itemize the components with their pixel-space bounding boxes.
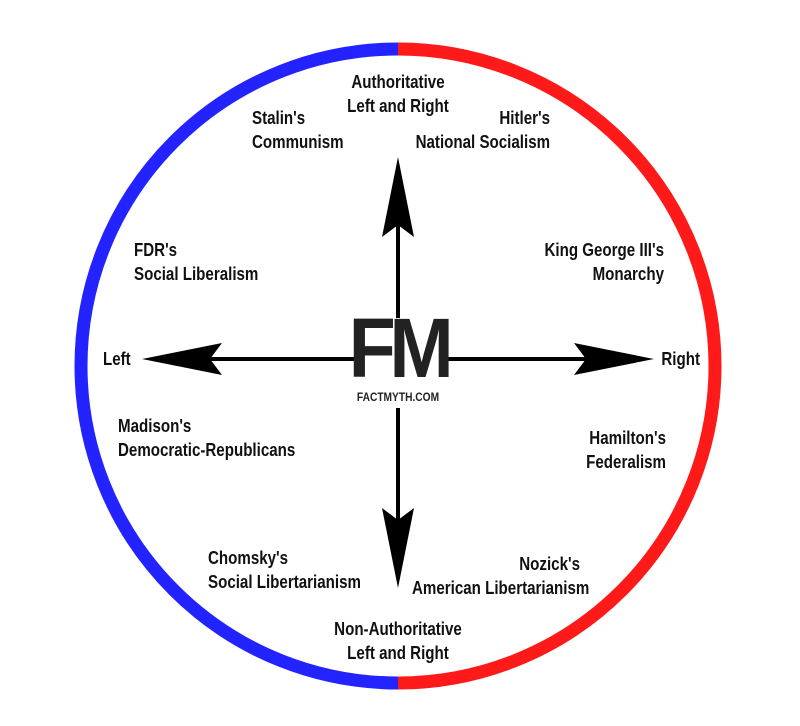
label-stalin-line2: Communism (252, 132, 344, 152)
logo-mark: FM (348, 301, 454, 395)
label-authoritative-line2: Left and Right (347, 96, 449, 116)
label-hamilton: Hamilton's Federalism (532, 426, 666, 474)
label-hitler-line2: National Socialism (415, 132, 551, 152)
axes (142, 157, 654, 588)
label-hitler-line1: Hitler's (499, 108, 550, 128)
arrow-left-icon (142, 343, 222, 375)
label-hitler: Hitler's National Socialism (416, 106, 550, 154)
label-madison: Madison's Democratic-Republicans (118, 414, 295, 462)
label-king-george: King George III's Monarchy (496, 238, 664, 286)
label-left-text: Left (103, 349, 131, 369)
label-king-george-line2: Monarchy (592, 264, 664, 284)
label-left: Left (103, 347, 131, 371)
label-madison-line1: Madison's (118, 416, 192, 436)
label-authoritative: Authoritative Left and Right (331, 70, 465, 118)
arrow-up-icon (382, 157, 414, 237)
label-hamilton-line2: Federalism (586, 452, 666, 472)
label-nozick-line2: American Libertarianism (412, 578, 590, 598)
label-authoritative-line1: Authoritative (351, 72, 445, 92)
label-king-george-line1: King George III's (544, 240, 664, 260)
logo-site-name: FACTMYTH.COM (356, 390, 440, 404)
label-non-authoritative-line2: Left and Right (347, 643, 449, 663)
label-fdr: FDR's Social Liberalism (134, 238, 258, 286)
label-chomsky: Chomsky's Social Libertarianism (208, 546, 361, 594)
left-half-circle-arc (74, 42, 399, 690)
label-fdr-line2: Social Liberalism (134, 264, 259, 284)
label-right-text: Right (661, 349, 700, 369)
arrow-down-icon (382, 508, 414, 588)
label-chomsky-line1: Chomsky's (208, 548, 289, 568)
label-non-authoritative: Non-Authoritative Left and Right (316, 617, 481, 665)
label-madison-line2: Democratic-Republicans (118, 440, 296, 460)
label-hamilton-line1: Hamilton's (589, 428, 666, 448)
label-stalin: Stalin's Communism (252, 106, 344, 154)
label-fdr-line1: FDR's (134, 240, 178, 260)
label-right: Right (616, 347, 700, 371)
label-non-authoritative-line1: Non-Authoritative (334, 619, 462, 639)
label-nozick-line1: Nozick's (519, 554, 580, 574)
arrow-right-icon (574, 343, 654, 375)
right-half-circle-arc (397, 42, 722, 690)
label-stalin-line1: Stalin's (252, 108, 306, 128)
factmyth-logo: FM FACTMYTH.COM (338, 306, 458, 404)
label-nozick: Nozick's American Libertarianism (412, 552, 590, 600)
label-chomsky-line2: Social Libertarianism (208, 572, 361, 592)
